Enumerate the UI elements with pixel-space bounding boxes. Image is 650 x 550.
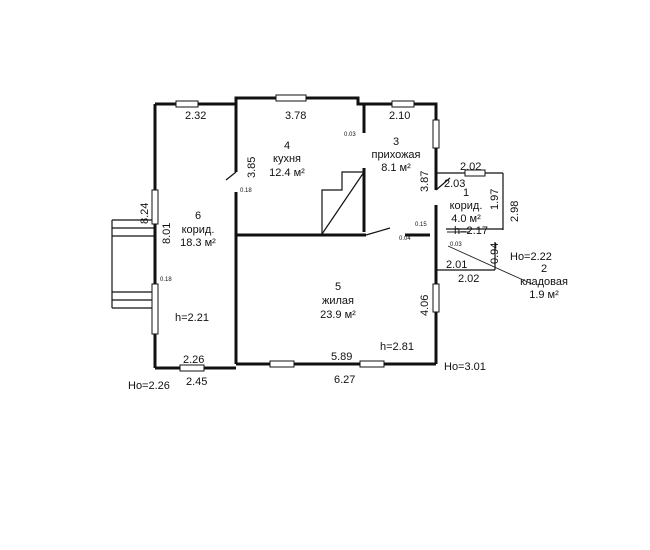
room-2-name: кладовая <box>520 276 568 288</box>
room-4-name: кухня <box>273 153 301 165</box>
window-left-2 <box>151 283 159 335</box>
mark-004: 0.04 <box>399 236 411 242</box>
room-3-name: прихожая <box>371 149 420 161</box>
room-3-area: 8.1 м² <box>381 162 411 174</box>
dim-bottom-left-inner: 2.26 <box>183 354 204 366</box>
room-4-number: 4 <box>284 140 290 152</box>
window-bottom-3 <box>359 360 385 368</box>
stairs <box>321 171 365 235</box>
small-marks: 0.03 0.18 0.15 0.04 0.03 0.18 <box>160 132 462 283</box>
window-annex <box>464 169 486 177</box>
mark-018-left: 0.18 <box>160 277 172 283</box>
mark-018-kitchen: 0.18 <box>240 188 252 194</box>
room-labels: 1 корид. 4.0 м² 2 кладовая 1.9 м² 3 прих… <box>180 136 568 321</box>
room-6-number: 6 <box>195 210 201 222</box>
dim-corr1-outer: 2.98 <box>509 201 521 222</box>
height-ho-store: Ho=2.22 <box>510 251 552 263</box>
porch <box>111 219 155 309</box>
window-bottom-1 <box>179 364 205 372</box>
interior-walls <box>225 98 451 364</box>
height-living: h=2.81 <box>380 341 414 353</box>
room-2-number: 2 <box>541 263 547 275</box>
height-corr6: h=2.21 <box>175 312 209 324</box>
height-ho-right: Ho=3.01 <box>444 361 486 373</box>
heights: h=2.17 h=2.21 h=2.81 Ho=2.22 Ho=3.01 Ho=… <box>128 225 552 392</box>
dim-bottom-inner: 5.89 <box>331 351 352 363</box>
dim-top-mid: 3.78 <box>285 110 306 122</box>
dim-store-height: 0.94 <box>489 243 501 264</box>
mark-015: 0.15 <box>415 222 427 228</box>
dim-top-left: 2.32 <box>185 110 206 122</box>
dim-store-inner: 2.01 <box>446 259 467 271</box>
dim-top-right: 2.10 <box>389 110 410 122</box>
dim-kitchen-height: 3.85 <box>246 157 258 178</box>
window-right-2 <box>432 283 440 313</box>
dim-bottom-left-outer: 2.45 <box>186 376 207 388</box>
door-hall-corridor <box>435 177 451 191</box>
dim-inner-left: 8.01 <box>161 223 173 244</box>
door-hall-living <box>365 227 391 236</box>
door-kitchen <box>225 171 237 181</box>
mark-003-store: 0.03 <box>450 242 462 248</box>
window-left-1 <box>151 189 159 225</box>
room-5-name: жилая <box>322 295 354 307</box>
room-4-area: 12.4 м² <box>269 167 305 179</box>
room-6-name: корид. <box>182 224 215 236</box>
dim-corr1-top: 2.02 <box>460 161 481 173</box>
dim-corr1-depth: 1.97 <box>489 189 501 210</box>
leader-storage <box>447 245 533 285</box>
dim-corr1-width: 2.03 <box>444 178 465 190</box>
window-top-3 <box>391 100 415 108</box>
dim-bottom-outer: 6.27 <box>334 374 355 386</box>
dim-living-height: 4.06 <box>419 295 431 316</box>
room-1-number: 1 <box>463 187 469 199</box>
room-2-area: 1.9 м² <box>529 289 559 301</box>
room-5-area: 23.9 м² <box>320 309 356 321</box>
window-right-1 <box>432 119 440 149</box>
leader-lines <box>447 231 533 285</box>
room-1-area: 4.0 м² <box>451 213 481 225</box>
mark-003-top: 0.03 <box>344 132 356 138</box>
room-6-area: 18.3 м² <box>180 237 216 249</box>
room-5-number: 5 <box>335 281 341 293</box>
dim-hall-height: 3.87 <box>419 171 431 192</box>
height-corr1: h=2.17 <box>454 225 488 237</box>
room-1-name: корид. <box>450 200 483 212</box>
dimensions: 2.32 3.78 2.10 3.85 3.87 2.02 2.03 1.97 … <box>139 110 521 388</box>
window-bottom-2 <box>269 360 295 368</box>
stair-diagonal <box>321 171 365 235</box>
window-top-1 <box>175 100 199 108</box>
stair-steps <box>321 171 364 234</box>
window-top-2 <box>275 94 307 102</box>
windows <box>151 94 486 372</box>
dim-store-outer: 2.02 <box>458 273 479 285</box>
room-3-number: 3 <box>393 136 399 148</box>
height-ho-left: Ho=2.26 <box>128 380 170 392</box>
dim-outer-left: 8.24 <box>139 203 151 224</box>
